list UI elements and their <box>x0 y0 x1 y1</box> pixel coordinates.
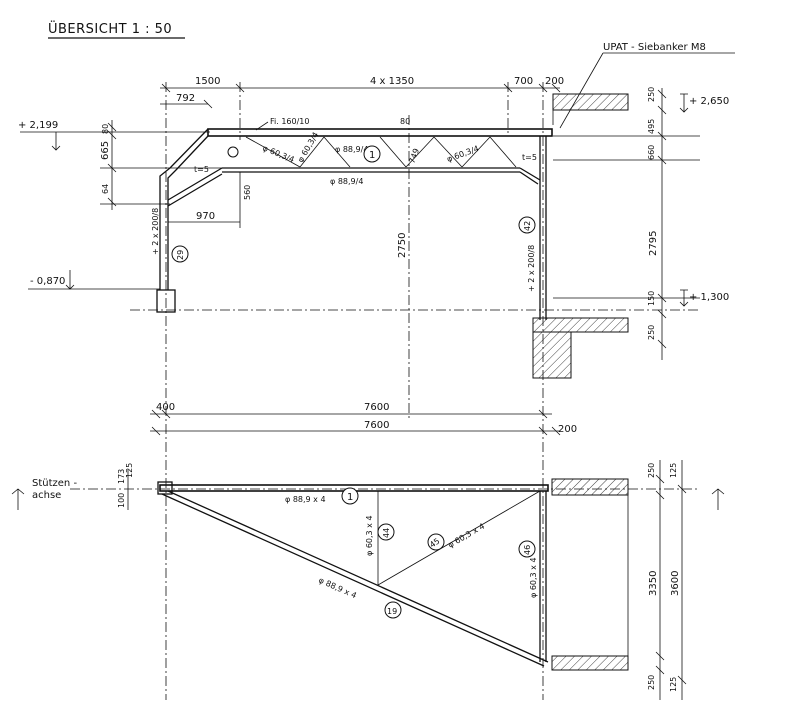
plan-mark-circle-44 <box>377 523 395 541</box>
plan-rdim-125: 125 <box>669 463 678 478</box>
plan-rdim-250: 250 <box>647 463 656 478</box>
dim-749: 749 <box>407 147 421 164</box>
left-haunch <box>159 128 209 290</box>
plan-mark-circle-46 <box>518 540 536 558</box>
plan-mark-circle-1 <box>341 487 359 505</box>
right-knee-brace <box>519 167 541 185</box>
plan-left-post <box>157 481 173 495</box>
plan-mark-19: 19 <box>387 607 397 616</box>
axis-label-2: achse <box>32 490 61 501</box>
plan-rdim-250-low: 250 <box>647 675 656 690</box>
plan-ldim-125: 125 <box>125 463 134 478</box>
dim-200-top: 200 <box>545 76 564 87</box>
axis-marker-right <box>711 488 725 510</box>
hole-icon <box>227 146 239 158</box>
rdim-250: 250 <box>647 87 656 102</box>
dim-970: 970 <box>196 211 215 222</box>
plan-mark-1: 1 <box>347 492 353 503</box>
level-right-top: + 2,650 <box>689 96 729 107</box>
plan-diagonal-chord <box>161 490 549 667</box>
mark-29: 29 <box>176 250 185 260</box>
ldim-665: 665 <box>100 141 111 160</box>
level-left-bottom: - 0,870 <box>30 276 65 287</box>
dim-700: 700 <box>514 76 533 87</box>
level-right-bottom: + 1,300 <box>689 292 729 303</box>
plan-top-chord-label: φ 88,9 x 4 <box>285 495 326 504</box>
span-ticks <box>151 409 561 436</box>
drawing-title: ÜBERSICHT 1 : 50 <box>48 20 172 37</box>
mark-circle-1 <box>363 145 381 163</box>
chord-label-top: φ 88,9/4 <box>335 145 368 154</box>
ldim-80: 80 <box>101 124 110 134</box>
left-column-base <box>156 289 176 313</box>
level-marker-right-bottom <box>679 289 689 307</box>
plan-web-2-label: φ 60,3 x 4 <box>447 522 487 550</box>
plan-mark-circle-19 <box>384 601 402 619</box>
plan-right-ticks <box>655 474 687 685</box>
axis-label-1: Stützen - <box>32 478 77 489</box>
span-dim-200: 200 <box>558 424 577 435</box>
level-left-top: + 2,199 <box>18 120 58 131</box>
rdim-2795: 2795 <box>648 231 659 256</box>
mark-circle-29 <box>171 245 189 263</box>
top-dim-ticks <box>161 83 561 109</box>
level-marker-right-top <box>679 93 689 113</box>
plan-mark-circle-45 <box>427 533 445 551</box>
web-diagonals <box>245 136 517 168</box>
rdim-495: 495 <box>647 119 656 134</box>
plan-web-1-label: φ 60,3 x 4 <box>365 515 374 556</box>
rdim-150: 150 <box>647 291 656 306</box>
diag-label-3: φ 60,3/4 <box>446 144 480 164</box>
chord-label-bottom: φ 88,9/4 <box>330 177 363 186</box>
span-dim-400: 400 <box>156 402 175 413</box>
plan-wall-top <box>551 478 629 496</box>
mark-1: 1 <box>369 150 375 161</box>
col-left: + 2 x 200/8 <box>151 208 160 255</box>
level-marker-left-top <box>51 132 61 151</box>
dim-560: 560 <box>243 185 252 200</box>
dim-1500: 1500 <box>195 76 220 87</box>
plan-rdim-125-low: 125 <box>669 677 678 692</box>
dim-792: 792 <box>176 93 195 104</box>
plan-web-diagonal <box>377 490 541 586</box>
mark-circle-42 <box>518 216 536 234</box>
plan-rdim-3600: 3600 <box>670 571 681 596</box>
rdim-250-low: 250 <box>647 325 656 340</box>
upper-wall-block <box>552 93 629 111</box>
axis-marker-left <box>11 488 25 510</box>
dim-80-mid: 80 <box>400 117 410 126</box>
plan-ldim-173: 173 <box>117 469 126 484</box>
lower-wall-block <box>532 317 629 333</box>
plan-wall-bottom <box>551 655 629 671</box>
plan-rdim-3350: 3350 <box>648 571 659 596</box>
ldim-64: 64 <box>101 184 110 194</box>
top-chord <box>207 128 553 137</box>
level-marker-left-bottom <box>65 270 75 290</box>
rdim-660: 660 <box>647 145 656 160</box>
plan-mark-46: 46 <box>523 545 532 555</box>
span-dim-7600-a: 7600 <box>364 402 389 413</box>
left-knee-brace <box>167 167 223 207</box>
plan-web-3-label: φ 60,3 x 4 <box>529 557 538 598</box>
mark-42: 42 <box>523 221 532 231</box>
fi-leader <box>255 121 269 131</box>
plate-right: t=5 <box>522 153 537 162</box>
lower-wall-pier <box>532 331 572 379</box>
diag-label-1: φ 60,3/4 <box>261 144 295 165</box>
dim-2750: 2750 <box>397 233 408 258</box>
right-dim-ticks <box>657 89 667 349</box>
anchor-label: UPAT - Siebanker M8 <box>603 42 706 53</box>
plate-left: t=5 <box>194 165 209 174</box>
fi-label: Fi. 160/10 <box>270 117 309 126</box>
dim-4x1350: 4 x 1350 <box>370 76 414 87</box>
plan-ldim-100: 100 <box>117 493 126 508</box>
plan-mark-44: 44 <box>382 528 391 538</box>
span-dim-7600-b: 7600 <box>364 420 389 431</box>
col-right: + 2 x 200/8 <box>527 245 536 292</box>
anchor-leader-diag <box>559 52 604 129</box>
